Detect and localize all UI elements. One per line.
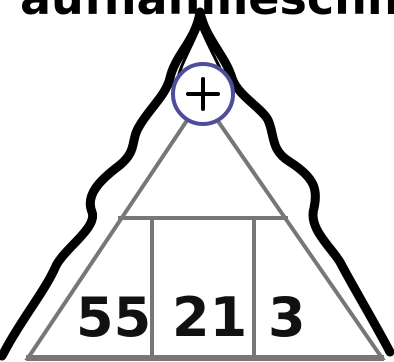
cell-middle-number: 21 xyxy=(172,286,247,349)
cell-left-number: 55 xyxy=(76,286,151,349)
cell-right-number: 3 xyxy=(268,286,306,349)
